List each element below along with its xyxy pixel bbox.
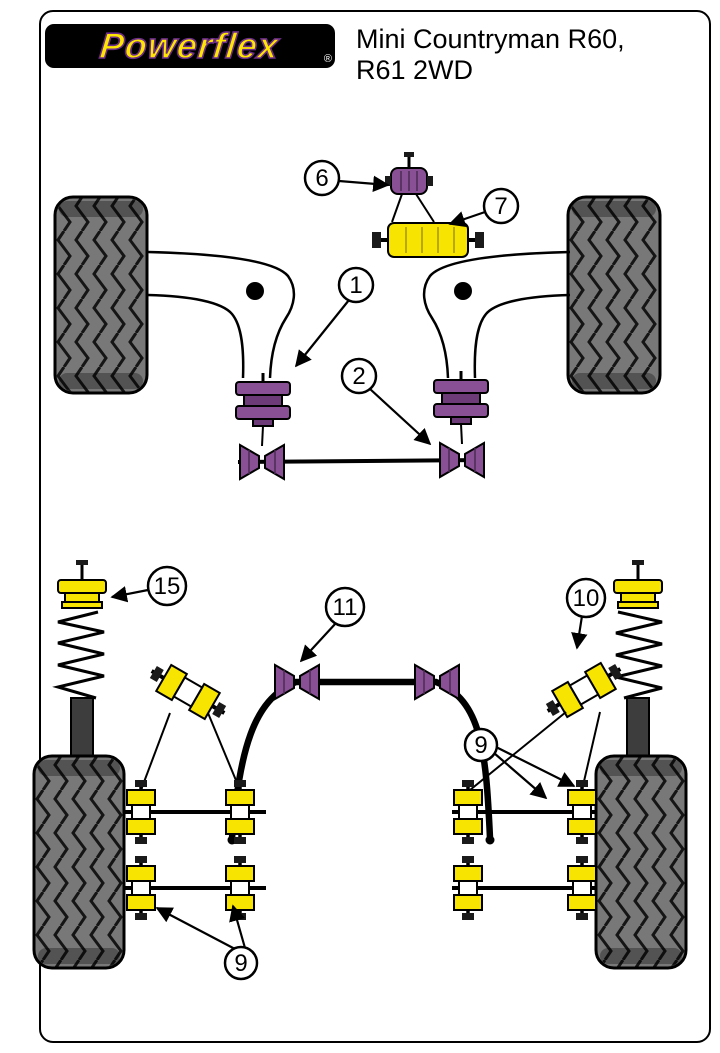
svg-text:7: 7 <box>494 193 507 220</box>
registered-trademark-icon: ® <box>323 53 332 65</box>
rear-right-strut <box>613 560 663 761</box>
rear-lower-bushing-r3 <box>452 854 484 922</box>
front-arm-front-bushing-left <box>234 371 292 428</box>
rear-right-top-mount <box>613 579 663 594</box>
svg-text:15: 15 <box>154 573 181 600</box>
callout-10: 10 <box>565 577 607 650</box>
engine-mount-bracket <box>391 193 435 223</box>
front-arm-front-bushing-right <box>432 369 490 426</box>
rear-lower-bushing-l1 <box>125 778 157 846</box>
rear-lower-bushing-r1 <box>452 778 484 846</box>
svg-text:11: 11 <box>333 594 358 621</box>
rear-lower-bushing-l3 <box>125 854 157 922</box>
right-ball-joint <box>454 282 472 300</box>
callout-9-right: 9 <box>463 727 576 800</box>
rear-left-strut <box>52 560 107 761</box>
front-suspension: 6 7 1 2 <box>53 152 662 480</box>
title-line-2: R61 2WD <box>356 55 474 85</box>
callout-11: 11 <box>299 586 366 663</box>
svg-text:9: 9 <box>234 950 247 977</box>
svg-text:9: 9 <box>474 732 487 759</box>
rear-right-damper <box>626 697 650 761</box>
powerflex-logo: Powerflex ® <box>45 24 335 68</box>
callout-9-left: 9 <box>155 904 259 981</box>
callout-1: 1 <box>294 266 375 368</box>
rear-suspension: 15 11 10 9 9 <box>32 560 688 981</box>
page-title: Mini Countryman R60, R61 2WD <box>356 24 625 86</box>
page-border <box>39 10 711 1043</box>
svg-text:6: 6 <box>315 165 328 192</box>
rear-right-coil-spring <box>615 610 663 700</box>
front-right-tire <box>566 195 662 395</box>
svg-text:2: 2 <box>352 363 365 390</box>
callout-7: 7 <box>448 187 520 227</box>
callout-15: 15 <box>110 565 188 607</box>
rear-lower-bushing-r2 <box>566 778 598 846</box>
svg-text:10: 10 <box>573 585 600 612</box>
callout-2: 2 <box>340 357 432 446</box>
title-line-1: Mini Countryman R60, <box>356 24 625 54</box>
engine-mount-small-bush <box>385 152 433 195</box>
rear-upper-arm-bushing-right <box>538 654 630 726</box>
left-ball-joint <box>246 282 264 300</box>
rear-lower-bushing-r4 <box>566 854 598 922</box>
front-right-wishbone <box>422 250 571 379</box>
rear-left-top-mount <box>57 579 107 594</box>
rear-left-tire <box>32 754 126 970</box>
callout-6: 6 <box>303 159 390 197</box>
rear-right-tire <box>594 754 688 970</box>
rear-left-coil-spring <box>52 610 105 700</box>
rear-left-damper <box>70 697 94 761</box>
front-left-wishbone <box>147 250 296 379</box>
front-left-tire <box>53 195 149 395</box>
engine-mount-bolt-kit <box>372 222 484 258</box>
rear-lower-bushing-l4 <box>224 854 256 922</box>
svg-text:1: 1 <box>349 272 362 299</box>
rear-anti-roll-bar <box>228 678 494 839</box>
rear-upper-arm-bushing-left <box>142 656 234 728</box>
rear-lower-bushing-l2 <box>224 778 256 846</box>
